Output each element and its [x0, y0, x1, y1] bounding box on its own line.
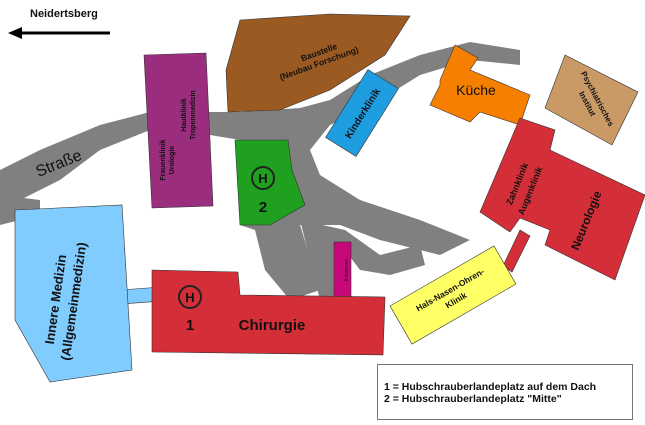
helipad-icon: [251, 166, 275, 190]
chirurgie-label: Chirurgie: [239, 317, 306, 334]
arrow-head: [8, 27, 22, 39]
hautklinik-label: Hautklinik: [181, 98, 188, 132]
road-branch-south: [300, 220, 425, 300]
frauenklinik-label: Frauenklinik: [160, 139, 167, 180]
building-kueche[interactable]: Küche: [429, 44, 531, 126]
building-zahnklinik-augenklinik[interactable]: Zahnklinik Augenklinik Neurologie: [479, 117, 645, 281]
building-frauenklinik[interactable]: Frauenklinik Urologie Hautklinik Tropenm…: [143, 52, 214, 209]
direction-indicator: Neidertsberg: [8, 8, 110, 39]
helipad-icon-roof: [178, 285, 202, 309]
building-verwaltung[interactable]: Verwaltung: [333, 241, 352, 298]
helipad-number: 2: [259, 199, 267, 216]
direction-label: Neidertsberg: [30, 8, 98, 20]
building-chirurgie[interactable]: H 1 Chirurgie: [151, 269, 386, 356]
tropenmedizin-label: Tropenmedizin: [190, 90, 197, 139]
legend-line-2: 2 = Hubschrauberlandeplatz "Mitte": [384, 393, 562, 405]
legend: 1 = Hubschrauberlandeplatz auf dem Dach …: [377, 364, 633, 420]
urologie-label: Urologie: [169, 146, 176, 174]
kueche-label: Küche: [456, 82, 496, 98]
building-psychiatrie[interactable]: Psychiatrisches Institut: [544, 54, 639, 146]
building-innere-medizin[interactable]: Innere Medizin (Allgemeinmedizin): [14, 204, 133, 383]
helipad-roof-symbol: H: [185, 290, 194, 305]
legend-line-1: 1 = Hubschrauberlandeplatz auf dem Dach: [384, 381, 597, 393]
building-baustelle[interactable]: Baustelle (Neubau Forschung): [225, 13, 411, 113]
verwaltung-label: Verwaltung: [344, 259, 349, 282]
helipad-symbol: H: [258, 171, 267, 186]
connector-hno: [502, 229, 531, 273]
helipad-roof-number: 1: [186, 317, 194, 334]
helipad-mitte[interactable]: H 2: [234, 139, 306, 226]
